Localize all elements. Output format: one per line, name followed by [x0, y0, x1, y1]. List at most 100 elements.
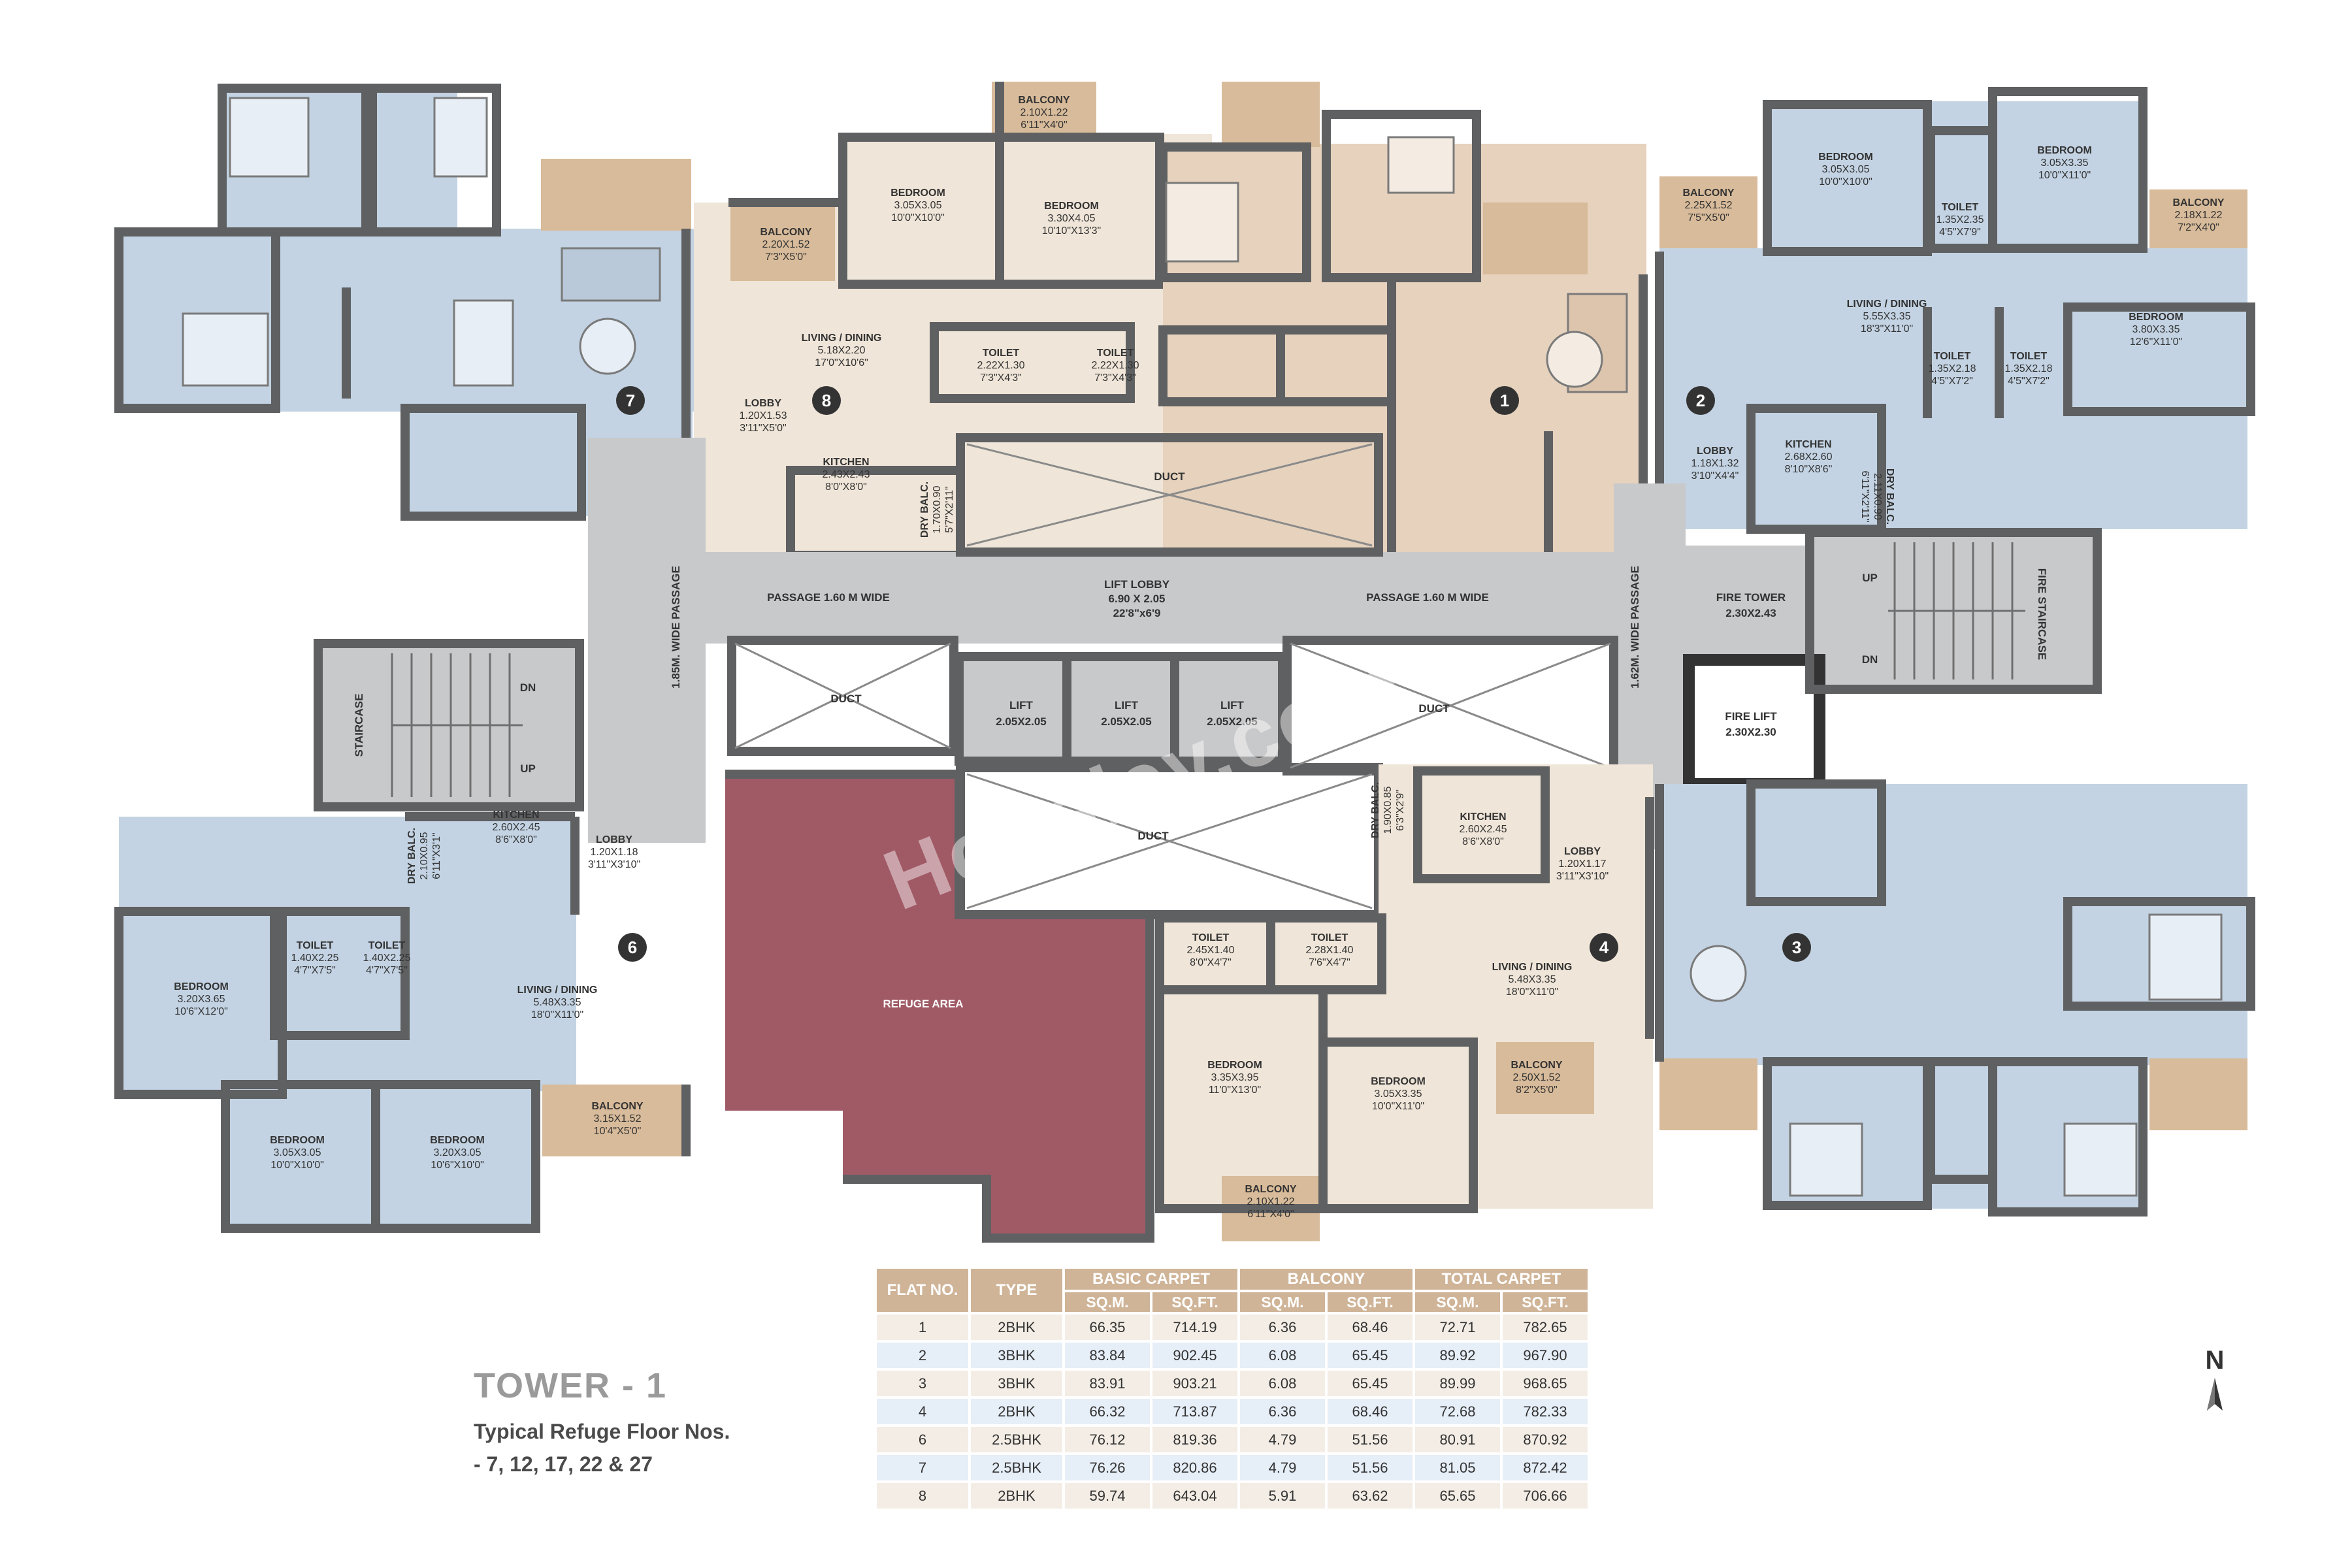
fire-staircase-label: FIRE STAIRCASE: [2036, 568, 2048, 660]
flat-4: [1155, 764, 1654, 1241]
duct-label-bottom: DUCT: [1137, 830, 1169, 842]
fire-lift-dim: 2.30X2.30: [1725, 726, 1776, 738]
cell-balcony-sqm: 4.79: [1240, 1455, 1325, 1480]
flat-marker-3[interactable]: [1782, 933, 1811, 962]
flat-marker-1[interactable]: [1490, 386, 1519, 415]
cell-total-sqft: 968.65: [1503, 1371, 1588, 1396]
north-arrow-icon: [2207, 1378, 2223, 1411]
lift-3-label: LIFT: [1220, 699, 1244, 711]
floor-subtitle-line1: Typical Refuge Floor Nos.: [474, 1420, 730, 1443]
flat-marker-4[interactable]: [1590, 933, 1618, 962]
fire-lift-label: FIRE LIFT: [1725, 710, 1777, 723]
cell-basic-sqm: 76.26: [1065, 1455, 1150, 1480]
fire-tower-label: FIRE TOWER: [1716, 591, 1786, 604]
flat-marker-2[interactable]: [1686, 386, 1715, 415]
cell-flat-no: 3: [877, 1371, 968, 1396]
flat-marker-6[interactable]: [618, 933, 647, 962]
up-right: UP: [1862, 572, 1878, 584]
cell-balcony-sqm: 6.36: [1240, 1399, 1325, 1424]
cell-basic-sqm: 59.74: [1065, 1483, 1150, 1509]
passage-left-label: PASSAGE 1.60 M WIDE: [767, 591, 890, 604]
title-block: TOWER - 1 Typical Refuge Floor Nos. - 7,…: [474, 1365, 730, 1480]
wide-passage-left-label: 1.85M. WIDE PASSAGE: [670, 566, 682, 689]
cell-balcony-sqm: 4.79: [1240, 1427, 1325, 1452]
cell-total-sqm: 89.99: [1415, 1371, 1500, 1396]
lift-lobby-dim-m: 6.90 X 2.05: [1109, 593, 1166, 605]
cell-flat-no: 2: [877, 1343, 968, 1368]
cell-total-sqft: 872.42: [1503, 1455, 1588, 1480]
flat-marker-1-label: 1: [1500, 391, 1509, 410]
lift-1-label: LIFT: [1009, 699, 1033, 711]
header-basic-carpet: BASIC CARPET: [1065, 1269, 1237, 1290]
cell-type: 3BHK: [971, 1343, 1062, 1368]
core-common-area: [314, 433, 2102, 919]
header-sqm: SQ.M.: [1065, 1292, 1150, 1312]
flat-1: [1158, 82, 1648, 562]
header-total-carpet: TOTAL CARPET: [1415, 1269, 1588, 1290]
flat-marker-6-label: 6: [628, 938, 637, 957]
header-sqft: SQ.FT.: [1328, 1292, 1413, 1312]
cell-total-sqft: 706.66: [1503, 1483, 1588, 1509]
refuge-area: [725, 770, 1154, 1243]
cell-basic-sqm: 66.32: [1065, 1399, 1150, 1424]
cell-balcony-sqm: 5.91: [1240, 1483, 1325, 1509]
flat-marker-7[interactable]: [616, 386, 645, 415]
cell-total-sqm: 72.71: [1415, 1315, 1500, 1340]
lift-2-label: LIFT: [1115, 699, 1138, 711]
tower-title: TOWER - 1: [474, 1366, 668, 1405]
flat-marker-8[interactable]: [812, 386, 841, 415]
fire-tower-dim: 2.30X2.43: [1725, 607, 1776, 619]
cell-type: 2BHK: [971, 1315, 1062, 1340]
lift-lobby-dim-ft: 22'8"x6'9: [1113, 607, 1161, 619]
wide-passage-right-label: 1.62M. WIDE PASSAGE: [1629, 566, 1641, 689]
header-type: TYPE: [971, 1269, 1062, 1312]
cell-flat-no: 8: [877, 1483, 968, 1509]
cell-balcony-sqm: 6.08: [1240, 1343, 1325, 1368]
floor-subtitle: Typical Refuge Floor Nos. - 7, 12, 17, 2…: [474, 1415, 730, 1480]
cell-balcony-sqft: 63.62: [1328, 1483, 1413, 1509]
header-flat-no: FLAT NO.: [877, 1269, 968, 1312]
flat-8: [694, 82, 1212, 560]
floor-subtitle-line2: - 7, 12, 17, 22 & 27: [474, 1452, 653, 1476]
cell-flat-no: 7: [877, 1455, 968, 1480]
cell-basic-sqm: 66.35: [1065, 1315, 1150, 1340]
duct-label-top: DUCT: [1154, 470, 1185, 483]
flat-7: [114, 84, 694, 521]
up-left: UP: [520, 762, 536, 775]
cell-basic-sqft: 643.04: [1152, 1483, 1237, 1509]
